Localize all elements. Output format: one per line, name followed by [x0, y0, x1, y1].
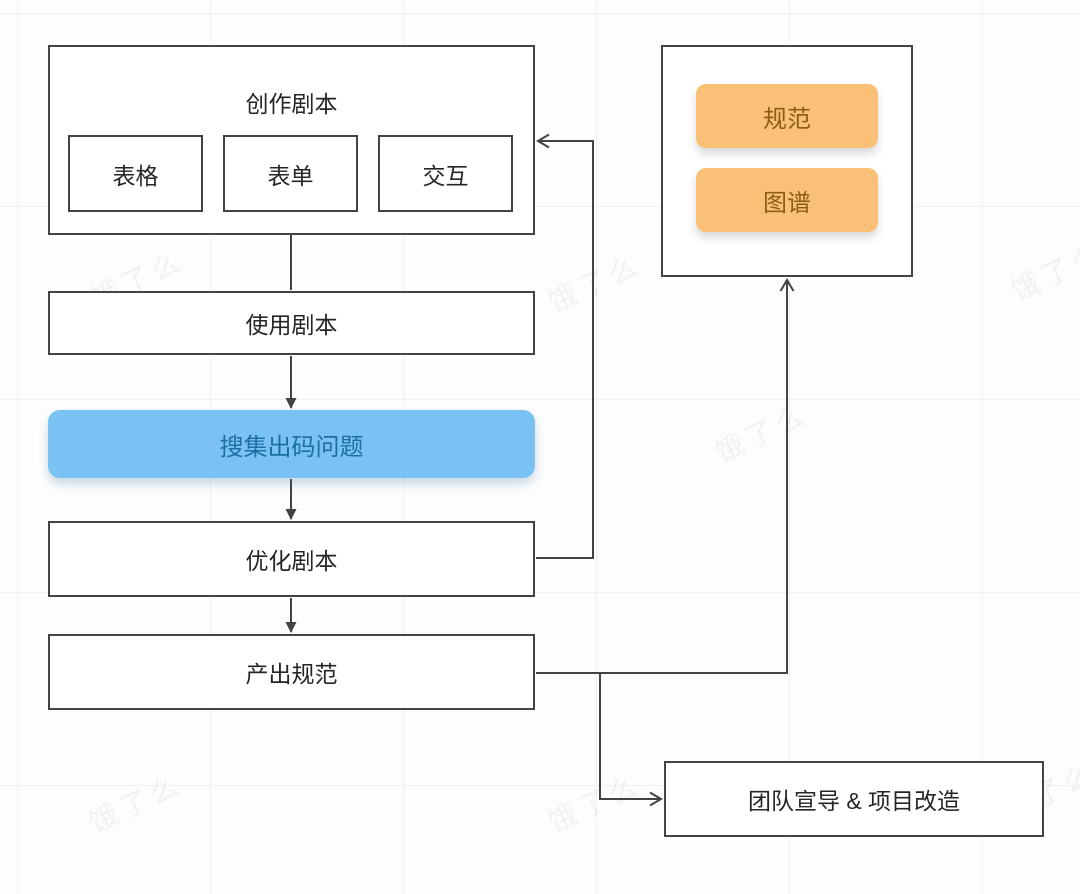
node-produce-spec: 产出规范	[48, 634, 535, 710]
node-create-script: 创作剧本 表格 表单 交互	[48, 45, 535, 235]
subnode-form: 表单	[223, 135, 358, 212]
node-artifacts-container: 规范 图谱	[661, 45, 913, 277]
pill-graph: 图谱	[696, 168, 878, 232]
edge-output-to-team	[599, 673, 663, 807]
node-team-promotion: 团队宣导 & 项目改造	[664, 761, 1044, 837]
pill-specification: 规范	[696, 84, 878, 148]
node-optimize-script: 优化剧本	[48, 521, 535, 597]
edge-optimize-to-create-feedback	[536, 133, 594, 559]
node-use-script: 使用剧本	[48, 291, 535, 355]
edge-output-to-artifacts	[536, 278, 795, 674]
create-script-children: 表格 表单 交互	[50, 135, 533, 212]
subnode-interaction: 交互	[378, 135, 513, 212]
node-collect-codegen-issues: 搜集出码问题	[48, 410, 535, 478]
node-create-script-title: 创作剧本	[245, 91, 338, 117]
subnode-table: 表格	[68, 135, 203, 212]
